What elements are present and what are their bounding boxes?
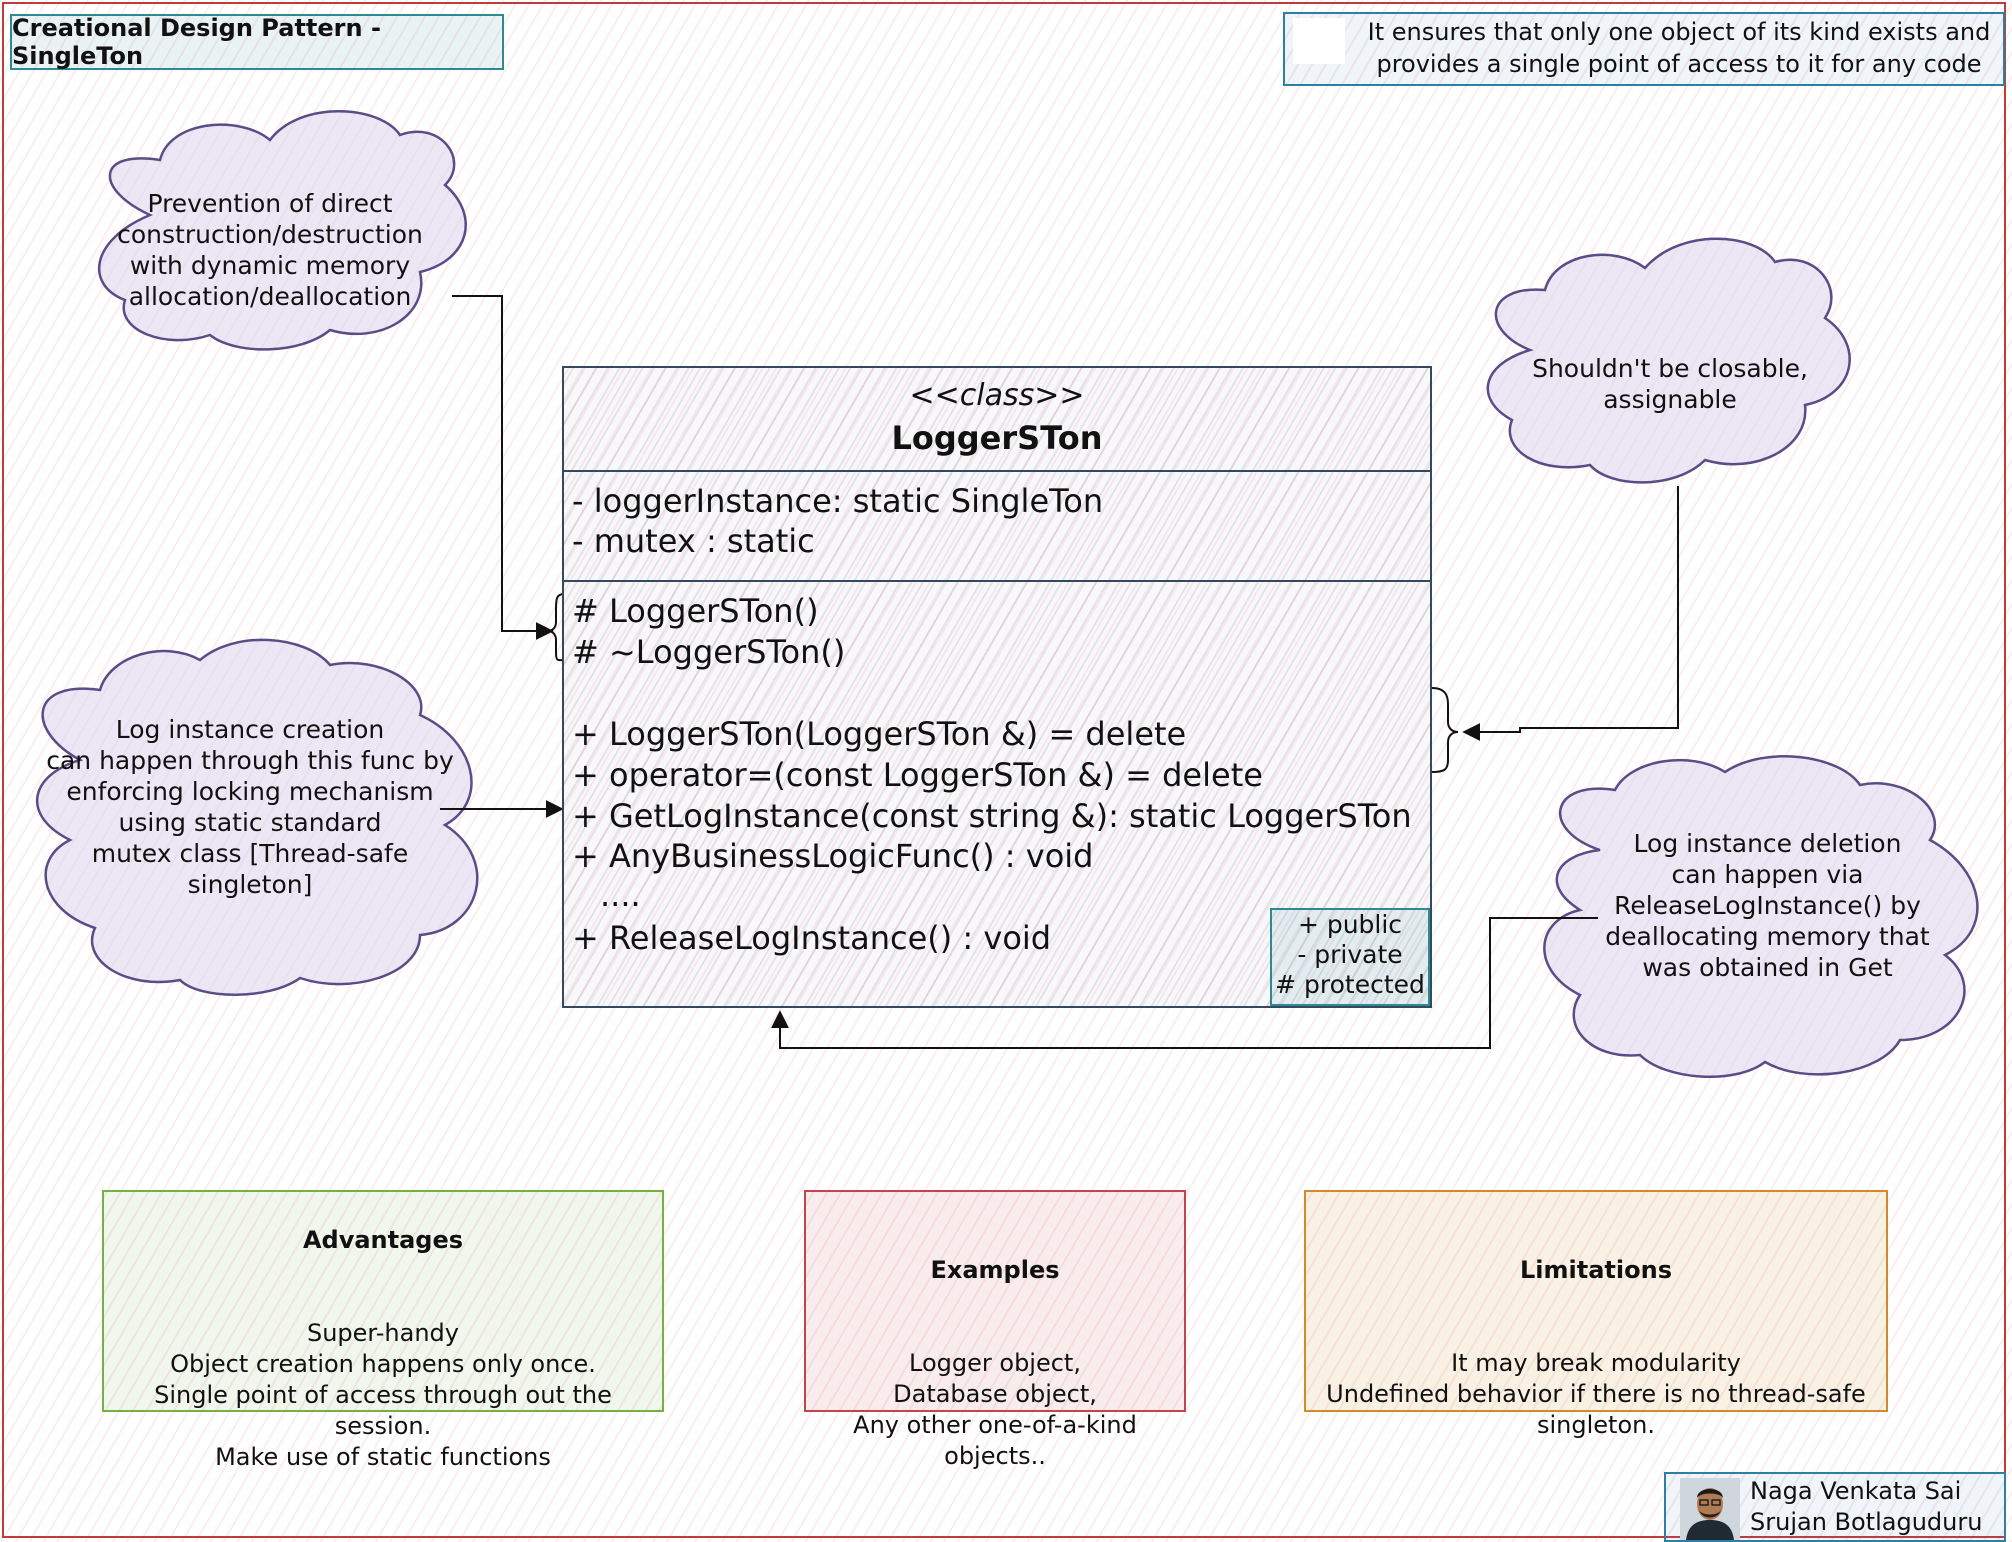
uml-attributes-section: - loggerInstance: static SingleTon - mut… — [564, 472, 1430, 582]
advantages-body: Super-handy Object creation happens only… — [154, 1319, 612, 1471]
cloud-prevention — [98, 110, 467, 351]
uml-method: # LoggerSTon() — [572, 592, 819, 630]
uml-method: + LoggerSTon(LoggerSTon &) = delete — [572, 715, 1187, 753]
advantages-heading: Advantages — [302, 1226, 464, 1254]
uml-method: + operator=(const LoggerSTon &) = delete — [572, 756, 1263, 794]
examples-panel: Examples Logger object, Database object,… — [804, 1190, 1186, 1470]
connector-closable — [1462, 486, 1679, 741]
uml-method: .... — [600, 876, 641, 914]
author-name: Naga Venkata Sai Srujan Botlaguduru — [1750, 1477, 1983, 1536]
uml-stereotype: <<class>> — [909, 378, 1085, 413]
limitations-body: It may break modularity Undefined behavi… — [1326, 1349, 1866, 1439]
uml-class-loggerston: <<class>> LoggerSTon - loggerInstance: s… — [562, 366, 1432, 1008]
pattern-definition-note: It ensures that only one object of its k… — [1283, 12, 2005, 86]
cloud-closable — [1486, 237, 1851, 484]
connector-deletion — [771, 917, 1598, 1049]
advantages-panel: Advantages Super-handy Object creation h… — [102, 1190, 664, 1471]
uml-attribute: - mutex : static — [572, 522, 815, 560]
uml-class-name: LoggerSTon — [891, 419, 1103, 457]
cloud-deletion-text: Log instance deletion can happen via Rel… — [1605, 829, 1930, 982]
uml-attribute: - loggerInstance: static SingleTon — [572, 482, 1104, 520]
limitations-heading: Limitations — [1520, 1256, 1672, 1284]
uml-method: + GetLogInstance(const string &): static… — [572, 797, 1412, 835]
cloud-closable-text: Shouldn't be closable, assignable — [1532, 354, 1808, 414]
note-blank-patch — [1293, 18, 1345, 64]
pattern-definition-text: It ensures that only one object of its k… — [1367, 18, 1991, 78]
examples-heading: Examples — [930, 1256, 1060, 1284]
limitations-panel: Limitations It may break modularity Unde… — [1304, 1190, 1888, 1439]
connector-prevention — [452, 295, 554, 640]
uml-class-header: <<class>> LoggerSTon — [564, 368, 1430, 472]
uml-method: + ReleaseLogInstance() : void — [572, 919, 1052, 957]
cloud-creation-text: Log instance creation can happen through… — [46, 715, 454, 899]
uml-method: + AnyBusinessLogicFunc() : void — [572, 837, 1094, 875]
examples-body: Logger object, Database object, Any othe… — [853, 1349, 1137, 1470]
visibility-legend: + public - private # protected — [1270, 908, 1430, 1006]
author-card: Naga Venkata Sai Srujan Botlaguduru — [1664, 1472, 2006, 1542]
cloud-prevention-text: Prevention of direct construction/destru… — [117, 189, 423, 311]
cloud-deletion — [1543, 755, 1979, 1078]
cloud-creation — [35, 638, 479, 996]
diagram-title: Creational Design Pattern - SingleTon — [10, 14, 504, 70]
brace-constructors — [547, 593, 565, 662]
uml-method: # ~LoggerSTon() — [572, 633, 846, 671]
author-avatar — [1680, 1478, 1740, 1540]
brace-deleted-ops — [1431, 687, 1459, 773]
